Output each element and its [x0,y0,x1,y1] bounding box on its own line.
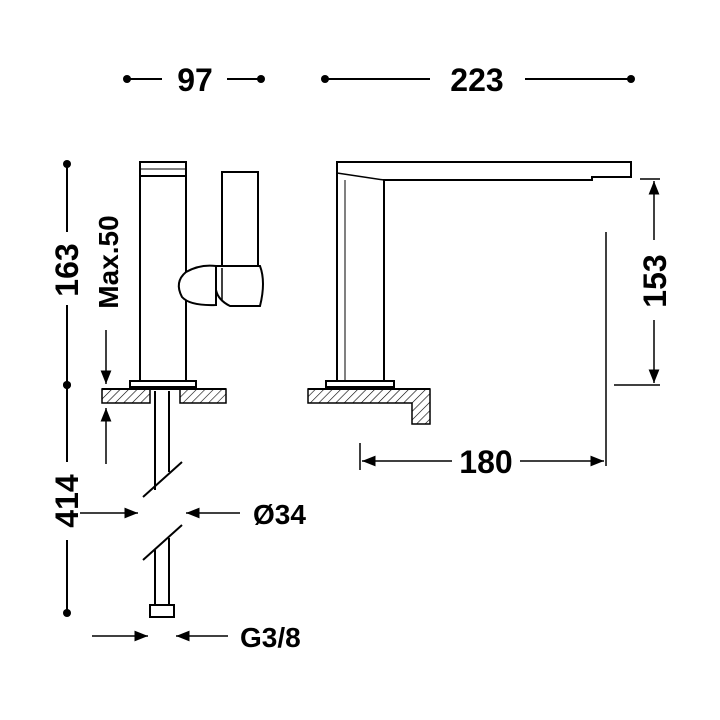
dimension-height-total: 163 [49,160,85,389]
dimension-hole-diameter: Ø34 [80,499,306,530]
dimension-label-153: 153 [637,254,673,307]
dimension-max-deck: Max.50 [93,215,124,464]
faucet-front-view [101,161,264,618]
dimension-label-g38: G3/8 [240,622,301,653]
dimension-overall-length: 223 [321,62,635,98]
dimension-label-180: 180 [459,444,512,480]
dimension-spout-height: 153 [614,178,673,386]
dimension-spout-reach: 180 [359,232,607,480]
dimension-label-max50: Max.50 [93,215,124,308]
faucet-side-view [307,161,632,425]
dimension-label-o34: Ø34 [253,499,306,530]
dimension-hose-length: 414 [49,381,85,617]
dimension-label-414: 414 [49,474,85,528]
dimension-connection: G3/8 [92,622,301,653]
dimension-label-163: 163 [49,243,85,296]
dimension-width-side: 97 [123,62,265,98]
dimension-label-97: 97 [177,62,213,98]
dimension-label-223: 223 [450,62,503,98]
